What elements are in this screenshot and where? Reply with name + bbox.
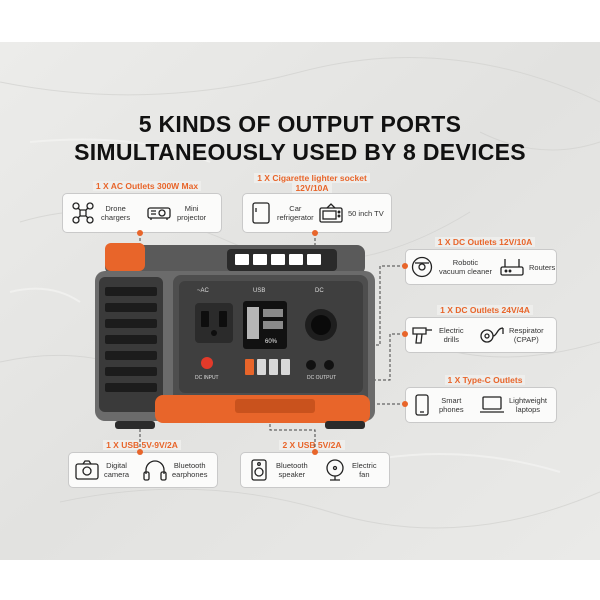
cig-label: 1 X Cigarette lighter socket 12V/10A [232, 173, 392, 193]
phone-text: Smart phones [439, 396, 464, 414]
camera-icon [73, 456, 101, 484]
projector-icon [145, 199, 173, 227]
fan-text: Electric fan [352, 461, 377, 479]
usb9v-label: 1 X USB 5V-9V/2A [62, 440, 222, 450]
router-icon [498, 253, 526, 281]
ac-card: Drone chargers Mini projector [62, 193, 222, 233]
camera-text: Digital camera [104, 461, 130, 479]
dc12-card: Robotic vacuum cleaner Routers [405, 249, 557, 285]
usb5v-label: 2 X USB 5V/2A [232, 440, 392, 450]
drone-text: Drone chargers [101, 204, 131, 222]
ac-port-label: ~AC [197, 288, 209, 294]
respirator-icon [478, 321, 506, 349]
usb5v-card: Bluetooth speaker Electric fan [240, 452, 390, 488]
dc-output-label: DC OUTPUT [307, 375, 337, 381]
headphones-text: Bluetooth earphones [172, 461, 208, 479]
router-text: Routers [529, 262, 556, 272]
typec-label: 1 X Type-C Outlets [410, 375, 560, 385]
usb-port-label: USB [253, 288, 266, 294]
dc24-card: Electric drills Respirator (CPAP) [405, 317, 557, 353]
speaker-text: Bluetooth speaker [276, 461, 308, 479]
dc-input-label: DC INPUT [195, 375, 219, 381]
typec-card: Smart phones Lightweight laptops [405, 387, 557, 423]
title-line-2: SIMULTANEOUSLY USED BY 8 DEVICES [74, 139, 526, 165]
drill-icon [408, 321, 436, 349]
tv-text: 50 inch TV [348, 208, 384, 218]
drone-icon [69, 199, 97, 227]
car-fridge-text: Car refrigerator [277, 204, 314, 222]
robot-vacuum-icon [408, 253, 436, 281]
title-line-1: 5 KINDS OF OUTPUT PORTS [138, 111, 462, 137]
headphones-icon [141, 456, 169, 484]
car-fridge-icon [247, 199, 275, 227]
dc24-label: 1 X DC Outlets 24V/4A [410, 305, 560, 315]
fan-icon [321, 456, 349, 484]
respirator-text: Respirator (CPAP) [509, 326, 544, 344]
power-station: ~AC USB DC 60% DC INPUT DC OUTPUT [95, 235, 375, 440]
drill-text: Electric drills [439, 326, 464, 344]
usb9v-card: Digital camera Bluetooth earphones [68, 452, 218, 488]
ac-label: 1 X AC Outlets 300W Max [62, 181, 232, 191]
laptop-text: Lightweight laptops [509, 396, 547, 414]
laptop-icon [478, 391, 506, 419]
dc12-label: 1 X DC Outlets 12V/10A [410, 237, 560, 247]
tv-icon [317, 199, 345, 227]
phone-icon [408, 391, 436, 419]
cig-card: Car refrigerator 50 inch TV [242, 193, 392, 233]
robot-vacuum-text: Robotic vacuum cleaner [439, 258, 492, 276]
speaker-icon [245, 456, 273, 484]
display-percent: 60% [265, 339, 278, 345]
projector-text: Mini projector [177, 204, 207, 222]
dc-port-label: DC [315, 288, 324, 294]
